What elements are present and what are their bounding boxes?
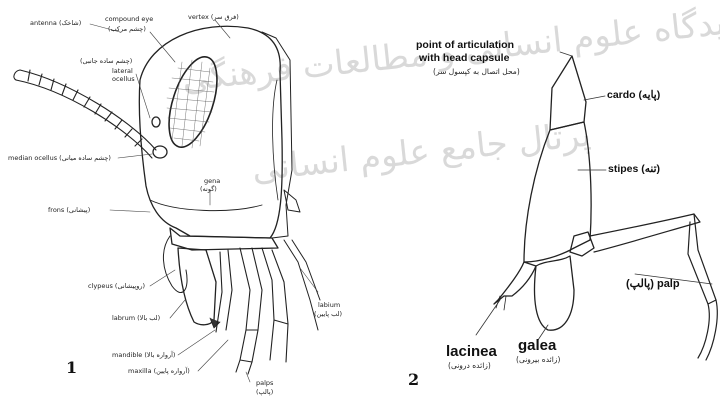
cardo	[550, 56, 586, 130]
label-gena-en: gena	[204, 178, 220, 185]
antenna	[14, 70, 156, 158]
median-ocellus	[153, 146, 167, 158]
label-galea: galea	[518, 338, 556, 353]
label-vertex: vertex (فرق سر)	[188, 14, 239, 21]
label-labium-fa: (لب پایین)	[314, 311, 342, 318]
label-articulation-line1: point of articulation	[416, 40, 514, 51]
label-median-ocellus: median ocellus (چشم ساده میانی)	[8, 155, 111, 162]
leader-lines-fig2	[476, 52, 712, 340]
label-palp: (پالپ) palp	[626, 279, 680, 290]
label-galea-fa: (زائده بیرونی)	[516, 356, 560, 364]
head-capsule-outline	[139, 26, 282, 238]
label-articulation-fa: (محل اتصال به کپسول سر)	[433, 68, 520, 76]
label-clypeus: clypeus (روپیشانی)	[88, 283, 145, 290]
label-lateral-ocellus-fa: (چشم ساده جانبی)	[80, 58, 132, 65]
compound-eye-texture	[167, 60, 214, 148]
label-palps-fa: (پالپ)	[256, 389, 273, 396]
label-stipes: stipes (تنه)	[608, 164, 660, 175]
label-labium-en: labium	[318, 302, 340, 309]
label-cardo: cardo (پایه)	[607, 90, 660, 101]
frons-line	[150, 200, 262, 211]
figure-number-2: 2	[408, 372, 419, 388]
compound-eye-outline	[159, 51, 226, 153]
label-lacinea-fa: (زائده درونی)	[448, 362, 491, 370]
label-gena-fa: (گونه)	[200, 186, 217, 193]
label-lateral-ocellus-en1: lateral	[112, 68, 133, 75]
label-palps-en: palps	[256, 380, 273, 387]
label-frons: frons (پیشانی)	[48, 207, 90, 214]
label-compound-eye-en: compound eye	[105, 16, 153, 23]
label-lacinea: lacinea	[446, 344, 497, 359]
stipes	[524, 122, 591, 262]
lacinea	[494, 262, 536, 304]
label-antenna: antenna (شاخک)	[30, 20, 81, 27]
label-articulation-line2: with head capsule	[419, 53, 509, 64]
labrum	[178, 248, 216, 325]
label-lateral-ocellus-en2: ocellus	[112, 76, 135, 83]
clypeus	[170, 228, 278, 250]
galea	[535, 256, 575, 330]
label-compound-eye-fa: (چشم مرکب)	[108, 26, 146, 33]
maxillary-palps	[216, 248, 288, 374]
figure-number-1: 1	[66, 360, 77, 376]
label-mandible: mandible (آرواره بالا)	[112, 352, 175, 359]
label-maxilla: maxilla (آرواره پایین)	[128, 368, 190, 375]
lateral-ocellus	[152, 117, 160, 127]
head-ridge	[273, 80, 278, 200]
label-labrum: labrum (لب بالا)	[112, 315, 160, 322]
